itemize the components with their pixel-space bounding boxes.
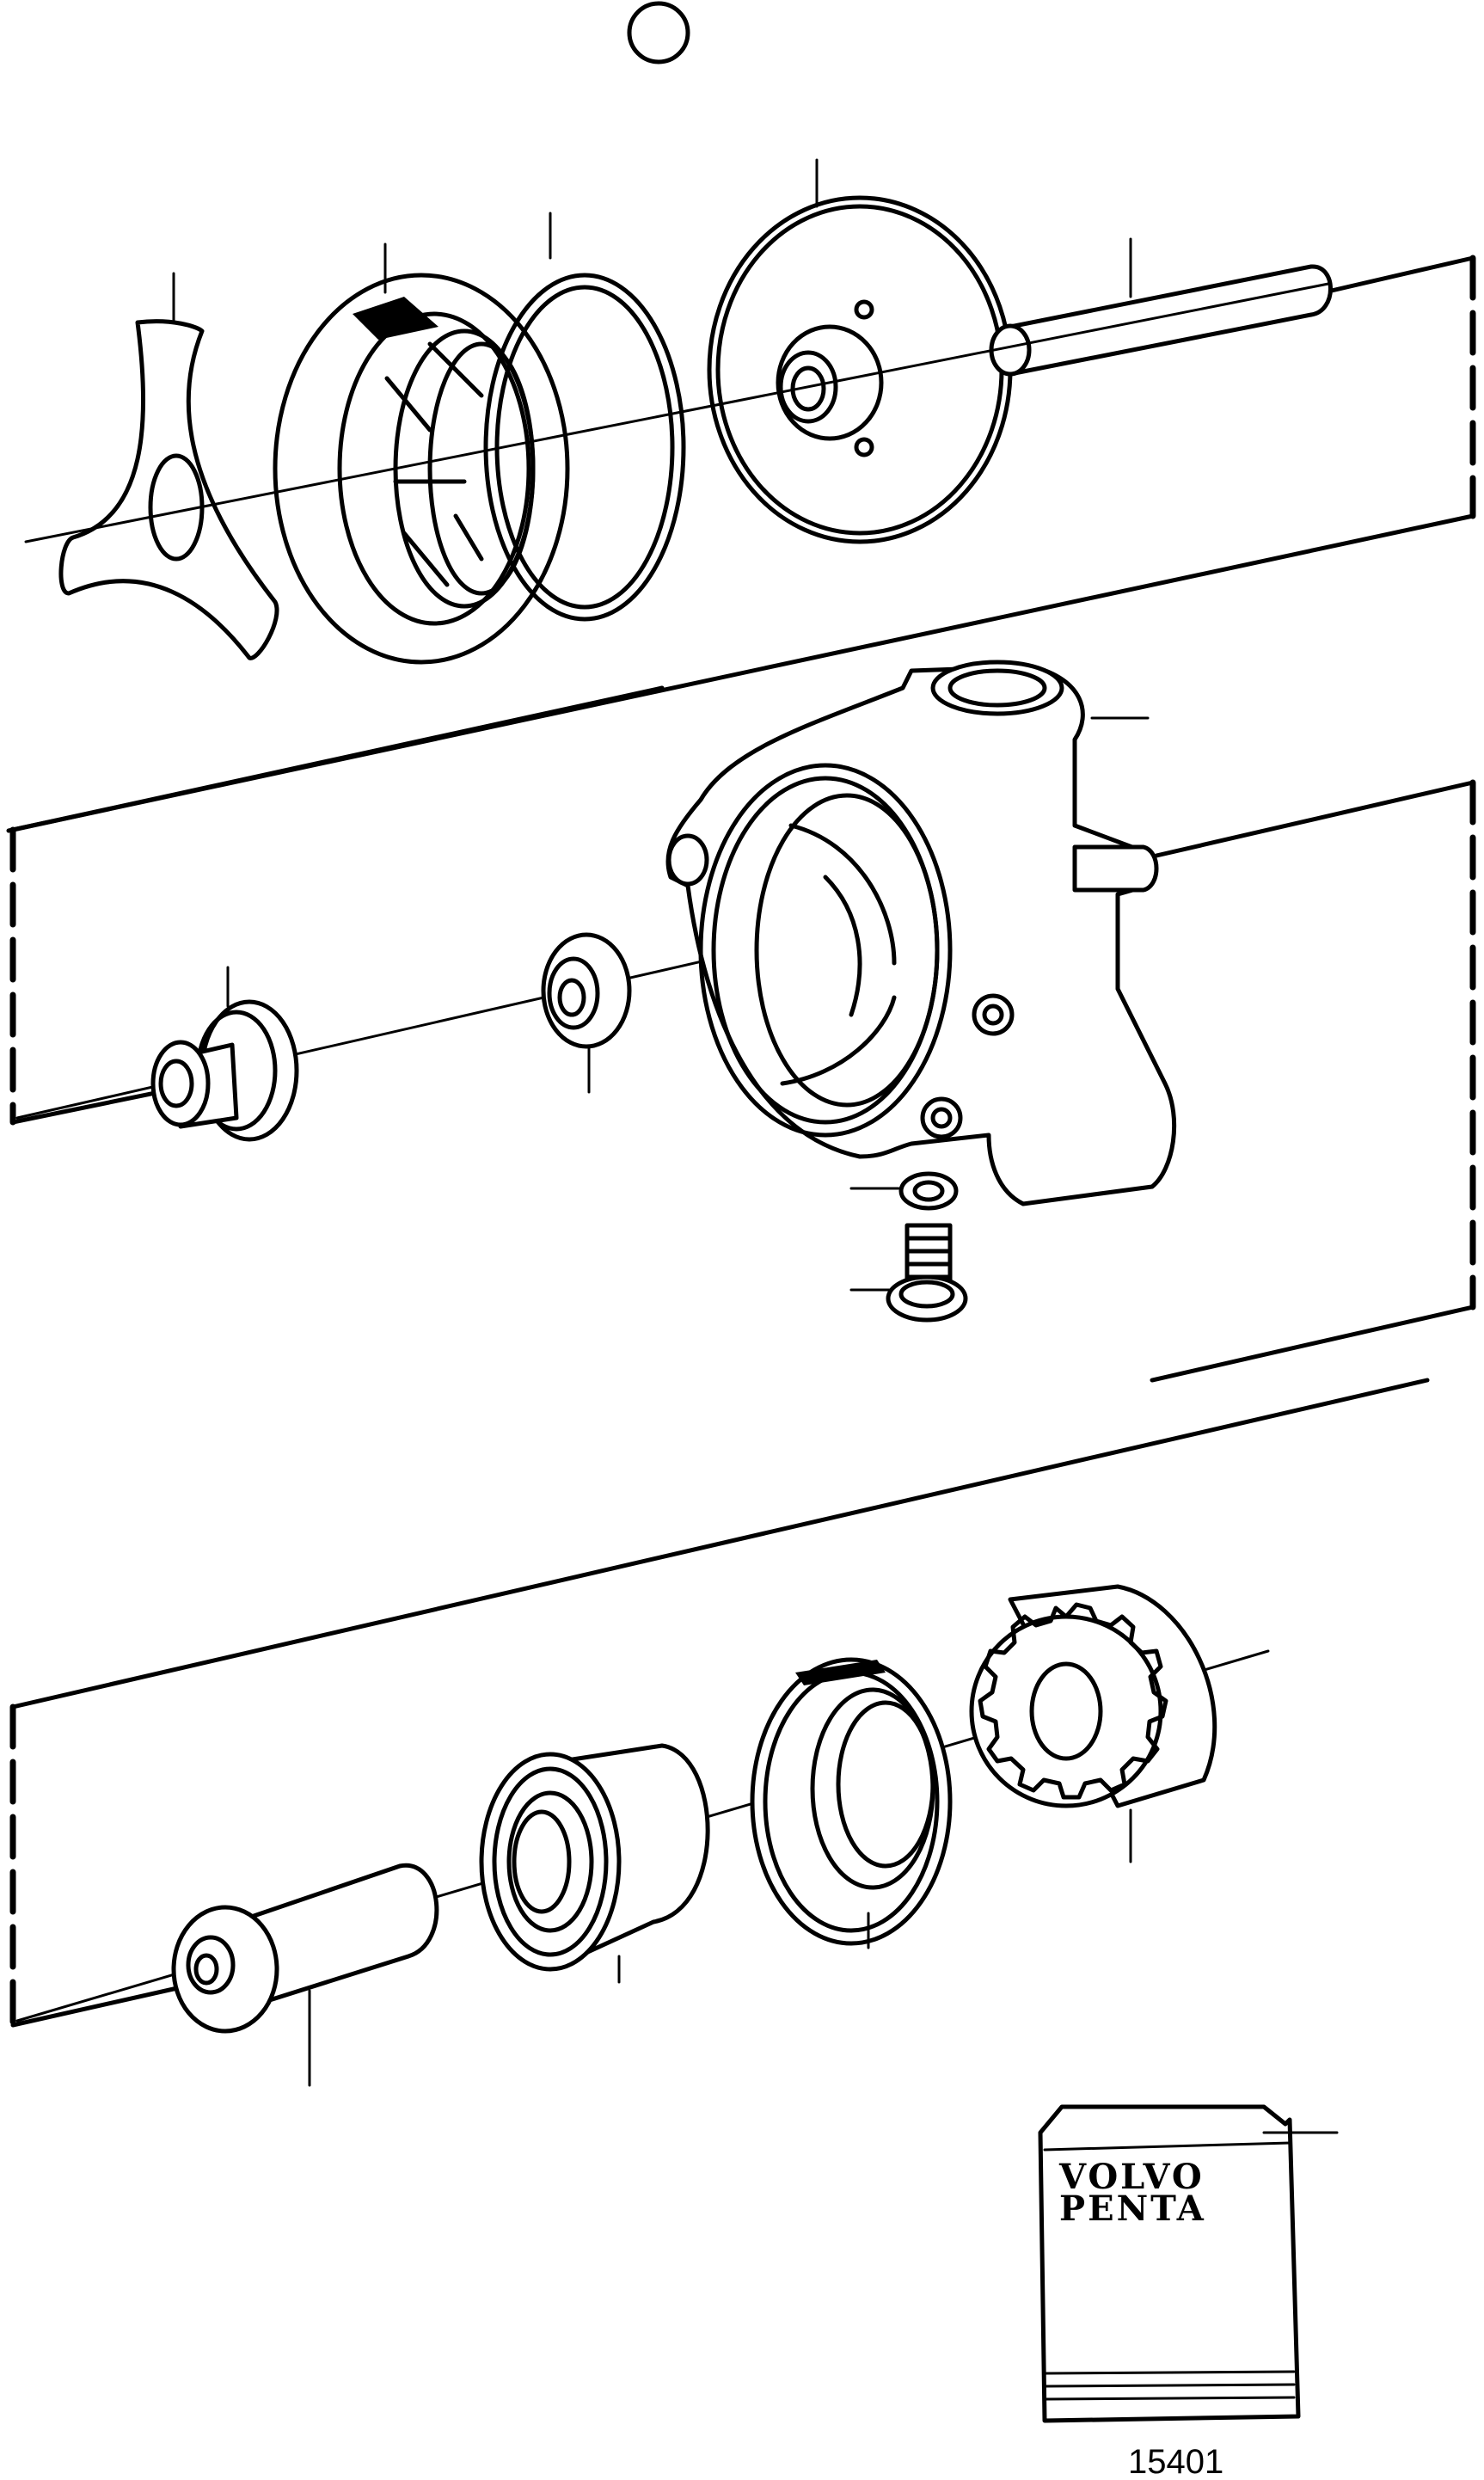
part-gear [969,1584,1217,1863]
manual-brand-line1: VOLVO [1058,2157,1205,2197]
manual-brand-line2: PENTA [1059,2188,1206,2229]
part-shaft [989,237,1333,377]
part-seal-ring [541,932,632,1094]
part-sleeve [171,1863,439,2087]
part-three-arm-spider [58,272,279,660]
section-plane-3 [9,1378,1430,2029]
section-plane-2 [9,685,1476,1383]
axis-line-1 [24,282,1330,543]
part-ball-bearing [479,1743,710,1984]
part-mechanical-seal [150,966,299,1142]
figure-number: 15401 [1128,2443,1223,2480]
part-pump-housing [665,660,1177,1206]
part-impeller [707,158,1013,544]
part-manual: VOLVO PENTA [1038,2104,1339,2423]
diagram-marker-circle [627,1,690,64]
part-plug-screw [849,1223,968,1323]
part-vane-cover [273,242,570,665]
part-washer [849,1171,959,1211]
part-flange [750,1657,953,1949]
